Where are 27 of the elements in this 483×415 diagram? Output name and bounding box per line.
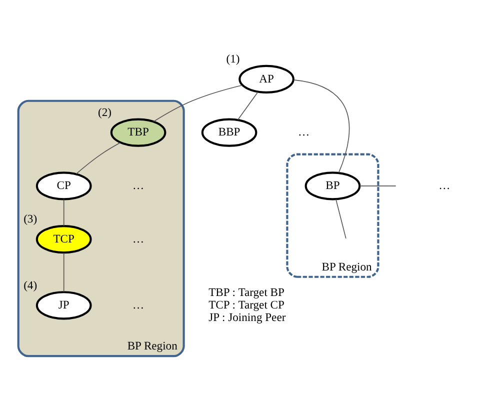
label: … <box>132 178 144 192</box>
node-ellipse: TBP <box>110 118 166 146</box>
connector <box>336 198 346 238</box>
connector <box>63 198 64 226</box>
label: … <box>132 298 144 311</box>
label: … <box>438 178 450 192</box>
connector <box>76 142 121 174</box>
node-label: (1) <box>226 52 240 66</box>
node-ellipse: AP <box>238 64 294 93</box>
node-label: (3) <box>24 212 38 226</box>
node-ellipse: TCP <box>36 224 92 254</box>
node-ellipse: JP <box>36 290 92 320</box>
connector <box>237 91 258 120</box>
label: … <box>132 232 144 245</box>
label: JP : Joining Peer <box>208 310 286 324</box>
connector <box>63 252 64 292</box>
node-ellipse: BBP <box>201 118 258 146</box>
connector <box>153 84 243 122</box>
label: … <box>298 125 310 138</box>
node-ellipse: CP <box>36 171 92 200</box>
label: TCP : Target CP <box>208 298 284 311</box>
node-label: (2) <box>98 105 112 118</box>
label: TBP : Target BP <box>208 286 284 299</box>
node-label: (4) <box>24 278 38 292</box>
connector <box>359 185 396 186</box>
node-ellipse: BP <box>304 171 361 200</box>
connector <box>293 79 350 172</box>
